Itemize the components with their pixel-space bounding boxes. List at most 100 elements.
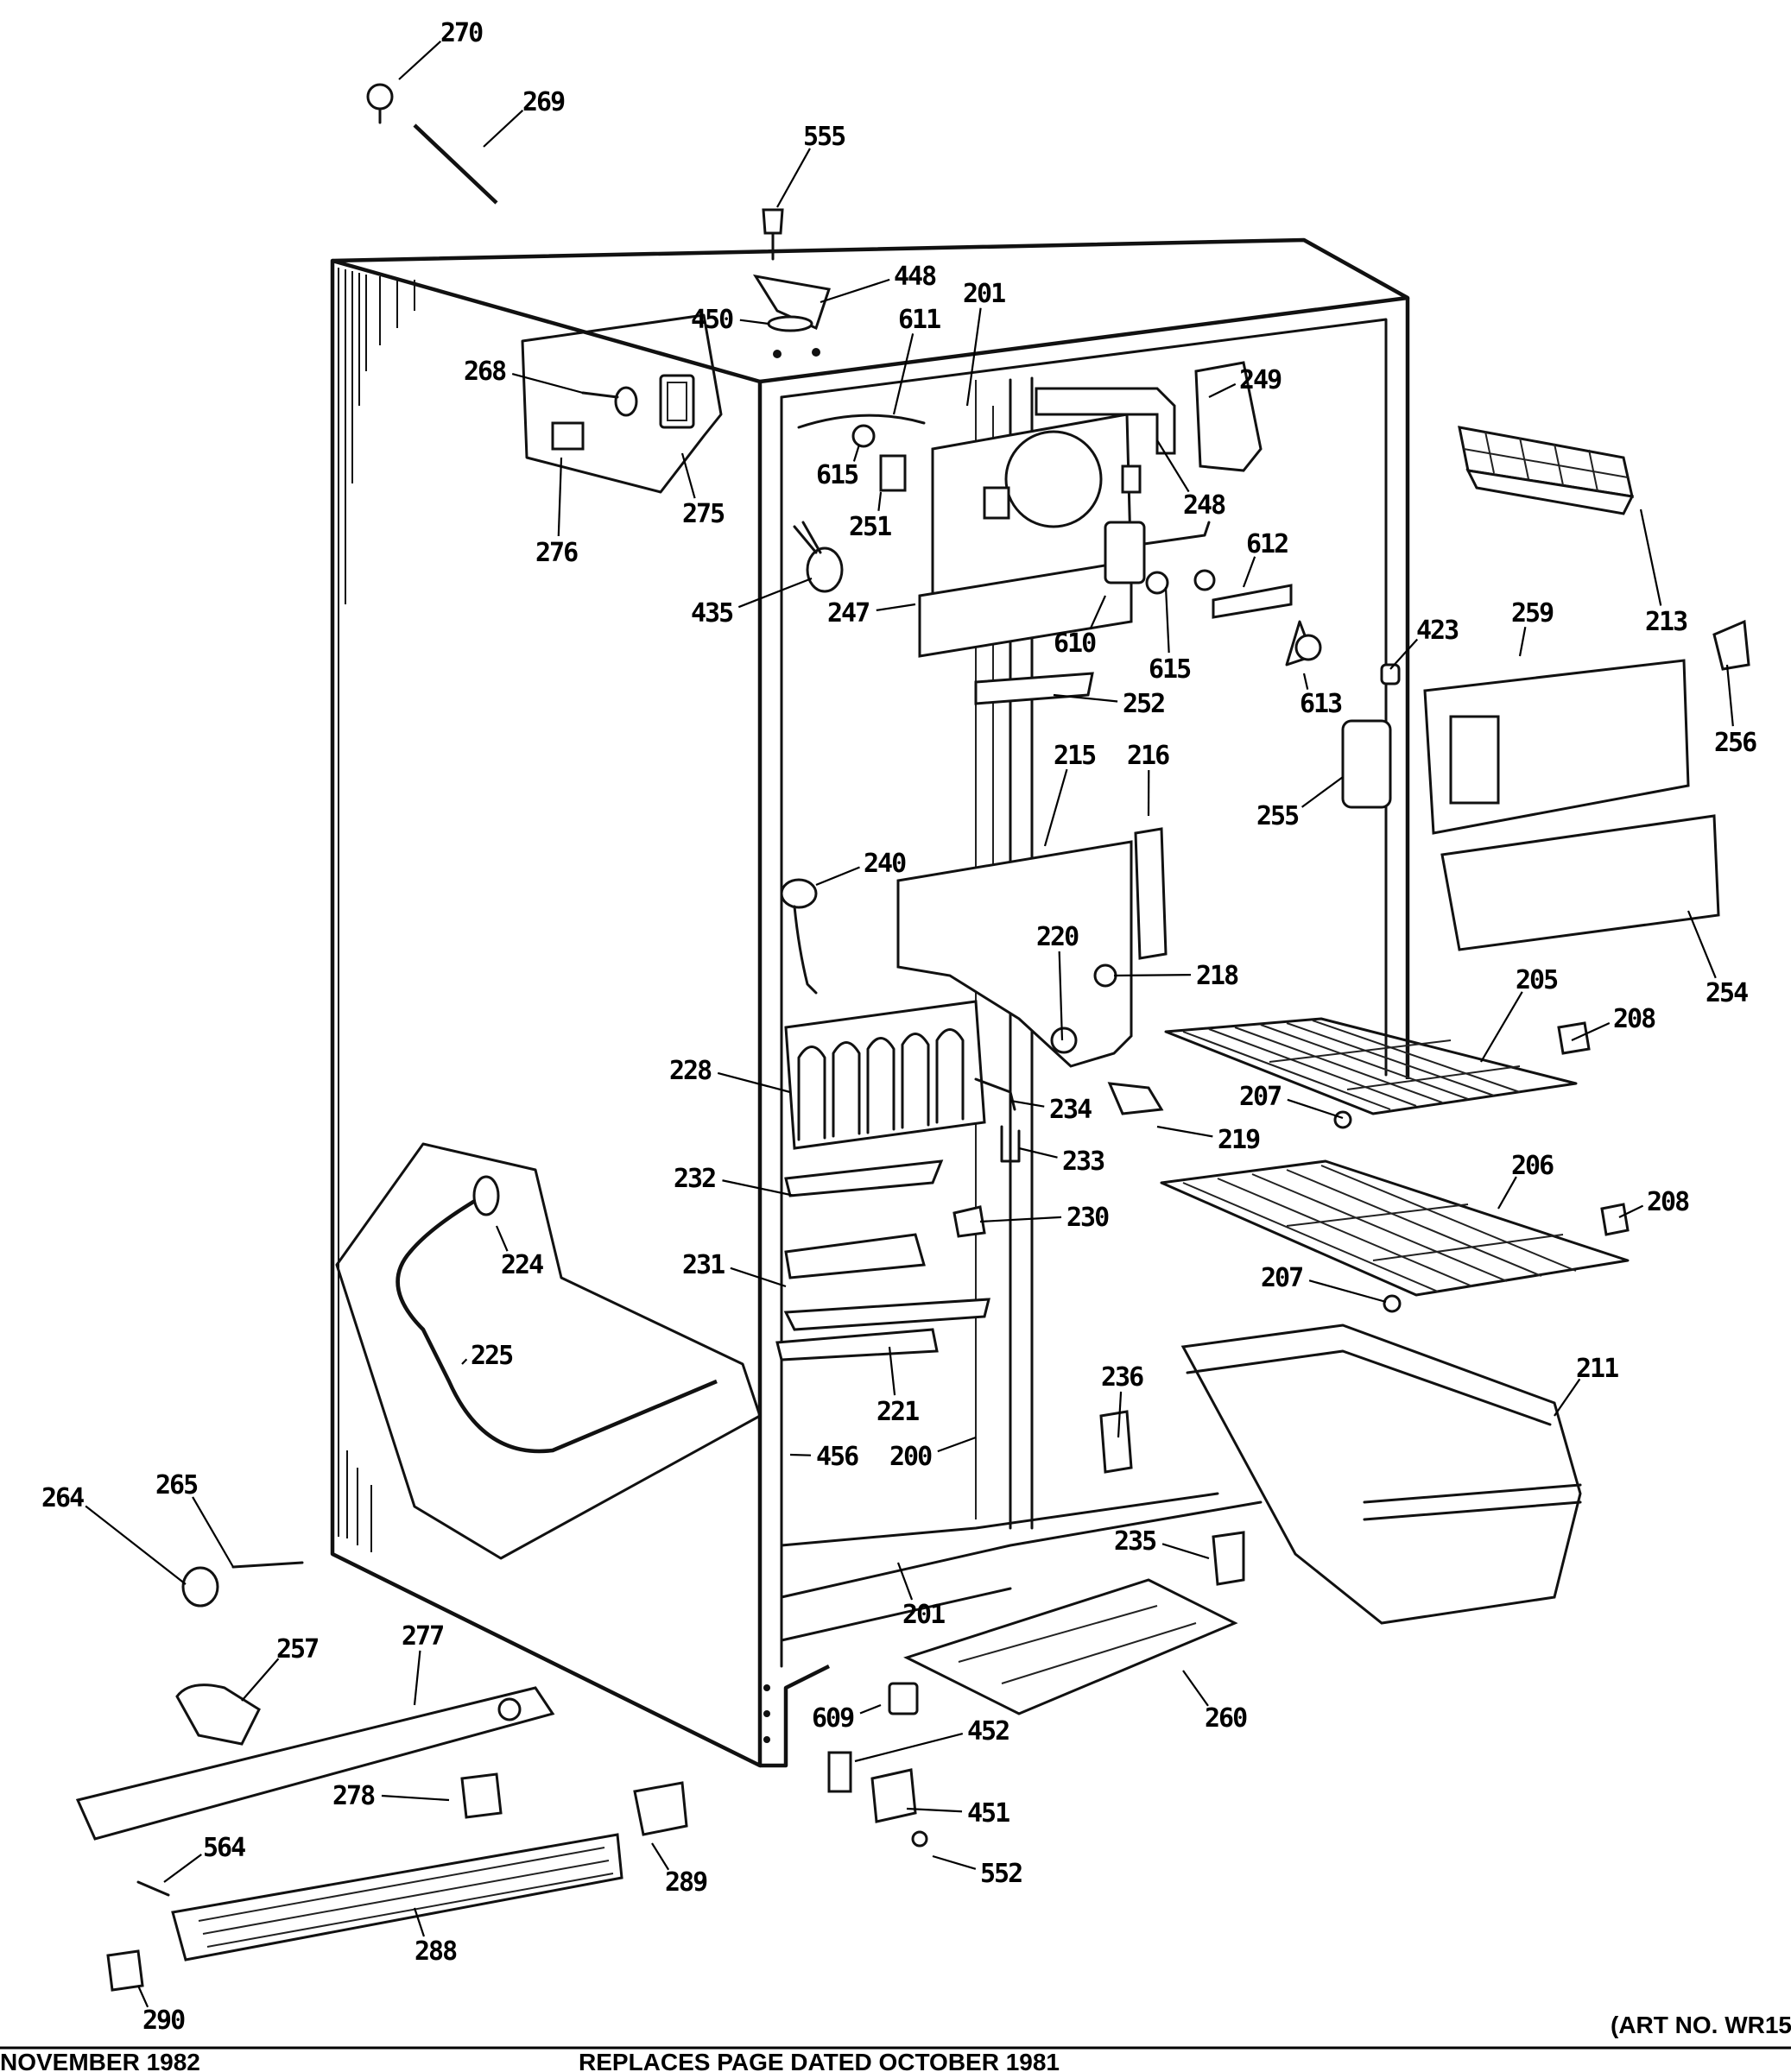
callout-leader-line xyxy=(1156,439,1190,493)
callout-leader-line xyxy=(1009,1099,1045,1108)
part-number-label: 275 xyxy=(682,499,725,529)
callout-leader-line xyxy=(789,1453,812,1456)
part-number-label: 260 xyxy=(1205,1703,1247,1734)
part-number-label: 228 xyxy=(669,1056,712,1086)
callout-leader-line xyxy=(557,457,563,537)
part-number-label: 221 xyxy=(877,1397,919,1427)
part-number-label: 278 xyxy=(332,1781,375,1811)
control-panel-group xyxy=(521,313,723,494)
part-number-label: 256 xyxy=(1714,728,1756,758)
part-number-label: 269 xyxy=(522,87,565,117)
callout-leader-line xyxy=(1301,776,1344,808)
part-number-label: 206 xyxy=(1511,1151,1554,1181)
callout-leader-line xyxy=(1497,1176,1517,1210)
part-number-label: 289 xyxy=(665,1867,707,1898)
callout-leader-line xyxy=(461,1358,468,1365)
part-number-label: 615 xyxy=(1149,654,1191,685)
part-number-label: 610 xyxy=(1054,629,1096,659)
callout-leader-line xyxy=(906,1807,963,1813)
callout-leader-line xyxy=(859,1703,882,1715)
callout-leader-line xyxy=(413,1907,426,1937)
part-number-label: 230 xyxy=(1066,1203,1109,1233)
callout-leader-line xyxy=(511,372,584,395)
callout-leader-line xyxy=(1089,595,1107,630)
callout-leader-line xyxy=(877,491,883,511)
part-number-label: 220 xyxy=(1036,922,1079,952)
part-number-label: 236 xyxy=(1101,1362,1143,1393)
callout-leader-line xyxy=(876,603,916,611)
callout-leader-line xyxy=(1208,382,1237,398)
part-number-label: 290 xyxy=(142,2006,185,2036)
callout-leader-line xyxy=(241,1658,280,1702)
callout-leader-line xyxy=(896,1562,914,1601)
part-number-label: 251 xyxy=(849,512,891,542)
callout-leader-line xyxy=(1242,556,1256,588)
callout-leader-line xyxy=(1161,1543,1210,1560)
part-number-label: 552 xyxy=(980,1859,1022,1889)
part-number-label: 201 xyxy=(963,279,1005,309)
crisper-pan xyxy=(1180,1323,1582,1625)
callout-leader-line xyxy=(1287,1098,1344,1120)
callout-leader-line xyxy=(888,1346,896,1396)
evaporator-coil xyxy=(784,1000,1016,1150)
callout-leader-line xyxy=(495,1225,509,1252)
callout-leader-line xyxy=(1554,1378,1581,1417)
callout-leader-line xyxy=(398,40,442,80)
callout-leader-line xyxy=(1043,768,1068,847)
part-number-label: 235 xyxy=(1114,1526,1156,1557)
callout-leader-line xyxy=(1687,910,1717,979)
callout-leader-line xyxy=(815,866,860,887)
callout-leader-line xyxy=(730,1267,787,1288)
footer-date: NOVEMBER 1982 xyxy=(0,2049,200,2072)
callout-leader-line xyxy=(651,1842,670,1871)
footer: (ART NO. WR15 NOVEMBER 1982 REPLACES PAG… xyxy=(0,2012,1791,2072)
callout-leader-line xyxy=(163,1854,202,1883)
part-number-label: 268 xyxy=(464,357,506,387)
part-number-label: 259 xyxy=(1511,598,1554,629)
callout-leader-line xyxy=(854,1732,964,1763)
callout-leader-line xyxy=(1639,509,1662,606)
part-number-label: 615 xyxy=(816,460,858,490)
ice-tray xyxy=(1458,426,1635,515)
bottom-components xyxy=(827,1531,1245,1848)
drain-tube-group xyxy=(335,1142,762,1560)
callout-leader-line xyxy=(932,1854,977,1870)
part-number-label: 232 xyxy=(674,1164,715,1194)
part-number-label: 611 xyxy=(898,305,940,335)
callout-leader-line xyxy=(1113,974,1192,977)
part-number-label: 609 xyxy=(812,1703,854,1734)
part-number-label: 233 xyxy=(1062,1147,1104,1177)
callout-leader-line xyxy=(1571,1022,1611,1042)
part-number-label: 265 xyxy=(155,1470,198,1500)
part-number-label: 207 xyxy=(1239,1082,1281,1112)
callout-leader-line xyxy=(1308,1279,1387,1304)
callout-leader-line xyxy=(1058,951,1064,1041)
part-number-label: 231 xyxy=(682,1250,725,1280)
callout-leader-line xyxy=(737,577,813,609)
part-number-label: 452 xyxy=(967,1716,1009,1747)
part-number-label: 264 xyxy=(41,1483,84,1513)
part-number-label: 555 xyxy=(803,122,845,152)
fan-housing-assembly xyxy=(793,361,1293,705)
callout-leader-line xyxy=(381,1794,450,1802)
callout-leader-line xyxy=(1182,1670,1209,1707)
part-number-label: 200 xyxy=(889,1442,932,1472)
trough-parts xyxy=(775,1082,1164,1474)
callout-leader-line xyxy=(979,1216,1062,1223)
callout-leader-line xyxy=(892,333,914,415)
part-number-label: 247 xyxy=(827,598,869,629)
evaporator-cover xyxy=(780,827,1168,1068)
callout-leader-line xyxy=(852,444,861,462)
part-number-label: 219 xyxy=(1218,1125,1260,1155)
callout-leader-line xyxy=(413,1650,421,1706)
callout-leader-line xyxy=(717,1071,791,1094)
callout-leader-line xyxy=(820,278,890,304)
callout-leader-line xyxy=(965,307,982,407)
callout-leader-line xyxy=(483,110,524,148)
callout-leader-line xyxy=(1725,664,1734,727)
part-number-label: 255 xyxy=(1256,801,1299,831)
callout-leader-line xyxy=(136,1985,149,2008)
part-number-label: 456 xyxy=(816,1442,858,1472)
